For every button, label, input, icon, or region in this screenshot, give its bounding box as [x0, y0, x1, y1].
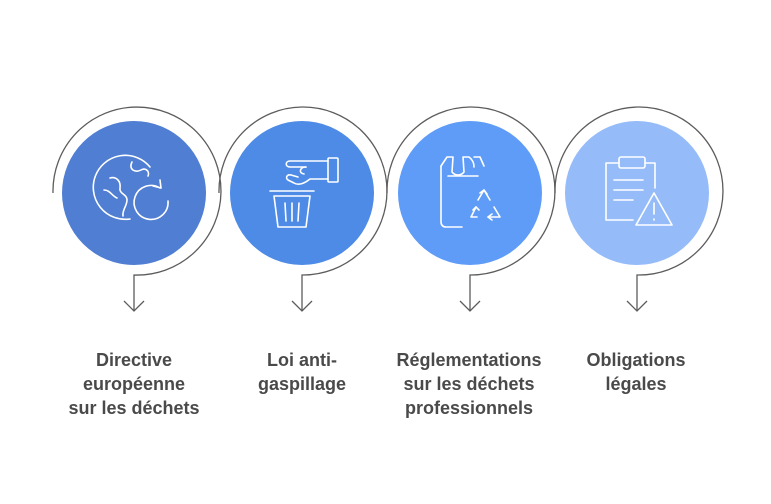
step-3-circle: [398, 121, 542, 265]
step-3-label-line: sur les déchets: [403, 374, 535, 394]
step-2-label-line: Loi anti-: [267, 350, 337, 370]
step-4-arc: [554, 106, 724, 312]
step-4-circle: [565, 121, 709, 265]
step-3-label-line: professionnels: [404, 398, 534, 418]
step-1-label-line: Directive: [95, 350, 173, 370]
clipboard-warning-icon: [605, 156, 673, 226]
globe-recycle-icon: [92, 154, 169, 221]
step-1-arc: [52, 106, 222, 312]
hand-trash-icon: [269, 157, 339, 228]
step-3-label-line: Réglementations: [396, 350, 542, 370]
step-1-label: Directive européenne sur les déchets: [49, 348, 219, 420]
step-2-arc: [218, 106, 388, 312]
step-1-label-line: européenne: [82, 374, 186, 394]
step-4-label: Obligations légales: [551, 348, 721, 396]
step-4-label-line: légales: [605, 374, 667, 394]
step-2-label-line: gaspillage: [257, 374, 347, 394]
step-2-label: Loi anti- gaspillage: [217, 348, 387, 396]
step-3-arc: [386, 106, 556, 312]
step-1-label-line: sur les déchets: [68, 398, 200, 418]
step-1-circle: [62, 121, 206, 265]
step-2-circle: [230, 121, 374, 265]
step-3-label: Réglementations sur les déchets professi…: [384, 348, 554, 420]
bag-recycle-icon: [440, 156, 501, 228]
step-4-label-line: Obligations: [586, 350, 686, 370]
